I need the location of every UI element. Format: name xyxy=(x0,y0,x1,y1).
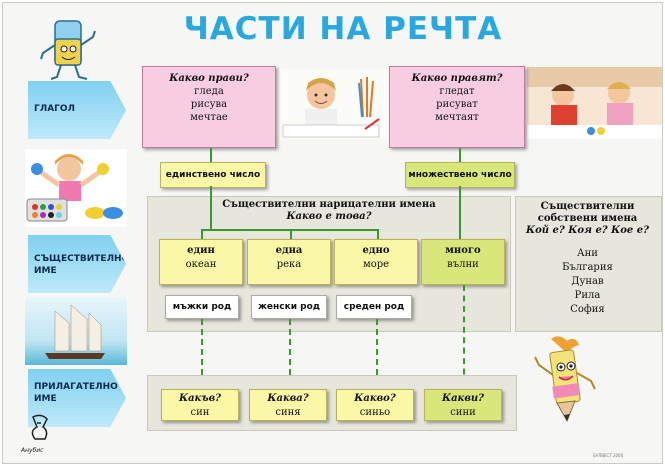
adjective-word: синя xyxy=(275,407,301,418)
verb-singular-question: Какво прави? xyxy=(169,73,249,84)
dashed-connector xyxy=(289,319,291,385)
adjective-question: Какъв? xyxy=(178,393,222,404)
adjective-cell: Каква? синя xyxy=(249,389,327,421)
connector-line xyxy=(459,186,461,239)
adjective-cell: Какъв? син xyxy=(161,389,239,421)
verb-plural-word: гледат xyxy=(439,86,475,97)
verb-plural-word: мечтаят xyxy=(435,112,479,123)
row-label-adj-text-1: ПРИЛАГАТЕЛНО xyxy=(34,382,118,392)
connector-line xyxy=(201,229,203,239)
publisher-logo-icon xyxy=(31,414,48,440)
list-item: София xyxy=(570,304,605,315)
noun-word: река xyxy=(276,259,302,270)
noun-article: много xyxy=(445,245,481,256)
row-label-noun: СЪЩЕСТВИТЕЛНО ИМЕ xyxy=(28,235,126,293)
page-title: ЧАСТИ НА РЕЧТА xyxy=(183,11,503,47)
list-item: България xyxy=(562,262,613,273)
noun-cell-neuter: едно море xyxy=(334,239,418,285)
gender-masculine: мъжки род xyxy=(165,295,239,319)
verb-plural-word: рисуват xyxy=(436,99,478,110)
dashed-connector xyxy=(201,319,203,385)
verb-singular-box: Какво прави? гледа рисува мечтае xyxy=(142,66,276,148)
adjective-question: Какви? xyxy=(441,393,485,404)
gender-feminine: женски род xyxy=(251,295,327,319)
proper-nouns-panel xyxy=(515,196,662,332)
proper-nouns-heading-text-1: Съществителни xyxy=(540,201,635,212)
connector-line xyxy=(377,229,379,239)
noun-cell-masculine: един океан xyxy=(159,239,243,285)
noun-cell-feminine: една река xyxy=(247,239,331,285)
adjective-word: синьо xyxy=(359,407,391,418)
list-item: Рила xyxy=(574,290,601,301)
verb-singular-word: мечтае xyxy=(190,112,228,123)
proper-names-list: Ани България Дунав Рила София xyxy=(515,247,660,317)
adjective-word: син xyxy=(190,407,210,418)
noun-word: вълни xyxy=(447,259,479,270)
connector-line xyxy=(210,186,212,229)
row-label-noun-text-2: ИМЕ xyxy=(34,266,57,276)
list-item: Дунав xyxy=(571,276,604,287)
row-label-noun-text-1: СЪЩЕСТВИТЕЛНО xyxy=(34,254,130,264)
eraser-mascot-icon xyxy=(40,20,96,80)
connector-line xyxy=(290,229,292,239)
adjective-cell: Какво? синьо xyxy=(336,389,414,421)
list-item: Ани xyxy=(577,248,598,259)
footer-note: БУЛВЕСТ 2000 xyxy=(593,453,624,458)
dashed-connector xyxy=(376,319,378,385)
singular-number-box: единствено число xyxy=(160,162,266,188)
gender-neuter: среден род xyxy=(336,295,412,319)
girl-painting-photo xyxy=(25,149,127,227)
noun-word: море xyxy=(362,259,390,270)
adjective-question: Каква? xyxy=(267,393,309,404)
children-painting-photo xyxy=(527,67,662,139)
proper-nouns-heading-text-2: собствени имена xyxy=(537,213,638,224)
row-label-adj-text-2: ИМЕ xyxy=(34,394,57,404)
row-label-verb: ГЛАГОЛ xyxy=(28,81,126,139)
verb-singular-word: рисува xyxy=(190,99,228,110)
noun-article: една xyxy=(275,245,303,256)
noun-cell-plural: много вълни xyxy=(421,239,505,285)
proper-nouns-heading: Съществителни собствени имена Кой е? Коя… xyxy=(515,201,660,237)
sailing-ship-photo xyxy=(25,297,127,365)
common-nouns-heading: Съществителни нарицателни имена Какво е … xyxy=(149,199,509,223)
publisher-name: Анубис xyxy=(21,447,44,454)
adjective-cell: Какви? сини xyxy=(424,389,502,421)
connector-line xyxy=(459,148,461,162)
verb-plural-question: Какво правят? xyxy=(411,73,503,84)
dashed-connector xyxy=(463,285,465,385)
boy-drawing-photo xyxy=(279,69,389,139)
verb-plural-box: Какво правят? гледат рисуват мечтаят xyxy=(389,66,525,148)
common-nouns-heading-text: Съществителни нарицателни имена xyxy=(222,199,436,210)
noun-word: океан xyxy=(185,259,217,270)
verb-singular-word: гледа xyxy=(194,86,224,97)
connector-line xyxy=(210,148,212,162)
adjective-word: сини xyxy=(450,407,476,418)
pencil-mascot-icon xyxy=(534,336,596,423)
row-label-verb-text: ГЛАГОЛ xyxy=(34,104,76,114)
noun-article: едно xyxy=(362,245,390,256)
adjective-question: Какво? xyxy=(354,393,396,404)
plural-number-box: множествено число xyxy=(405,162,515,188)
proper-nouns-question: Кой е? Коя е? Кое е? xyxy=(526,225,649,236)
common-nouns-question: Какво е това? xyxy=(286,211,372,222)
noun-article: един xyxy=(187,245,215,256)
